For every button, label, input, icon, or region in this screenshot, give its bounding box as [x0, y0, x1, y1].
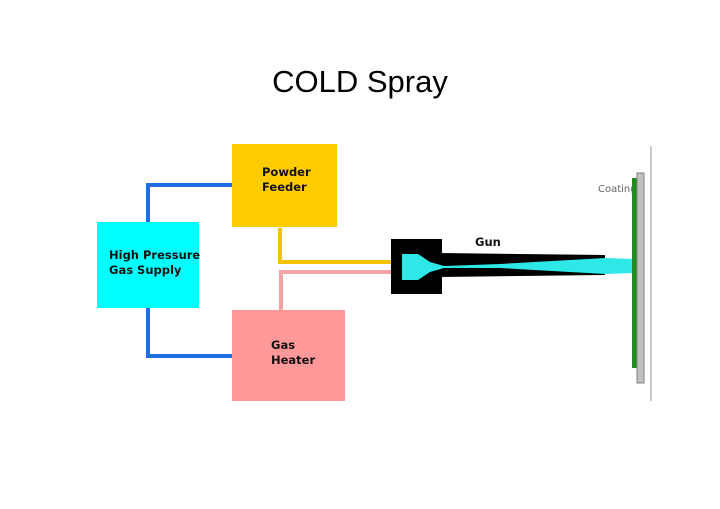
- gas-heater-label-2: Heater: [271, 353, 315, 367]
- gas-heater-label-1: Gas: [271, 338, 295, 352]
- coating-label: Coating: [598, 184, 637, 195]
- gun-label: Gun: [475, 235, 501, 249]
- svg-text:Powder Feeder: Powder Feeder: [262, 165, 315, 194]
- powder-feeder-box: [232, 144, 337, 227]
- powder-feeder-label-2: Feeder: [262, 180, 307, 194]
- svg-text:High Pressure Gas Supply: High Pressure Gas Supply: [109, 248, 204, 277]
- powder-feeder-label-1: Powder: [262, 165, 311, 179]
- slide-title: COLD Spray: [272, 64, 448, 99]
- spray-jet: [402, 254, 634, 280]
- gas-supply-label-2: Gas Supply: [109, 263, 182, 277]
- gas-line-to-heater: [146, 308, 232, 358]
- substrate-plate: [636, 172, 645, 384]
- heated-gas-line: [279, 270, 402, 310]
- gas-supply-box: [97, 222, 199, 308]
- coating-layer: [632, 178, 638, 368]
- powder-line: [278, 228, 402, 264]
- gas-heater-box: [232, 310, 345, 401]
- gas-supply-label-1: High Pressure: [109, 248, 200, 262]
- gas-line-to-feeder: [146, 183, 232, 222]
- svg-text:Gas Heater: Gas Heater: [271, 338, 315, 367]
